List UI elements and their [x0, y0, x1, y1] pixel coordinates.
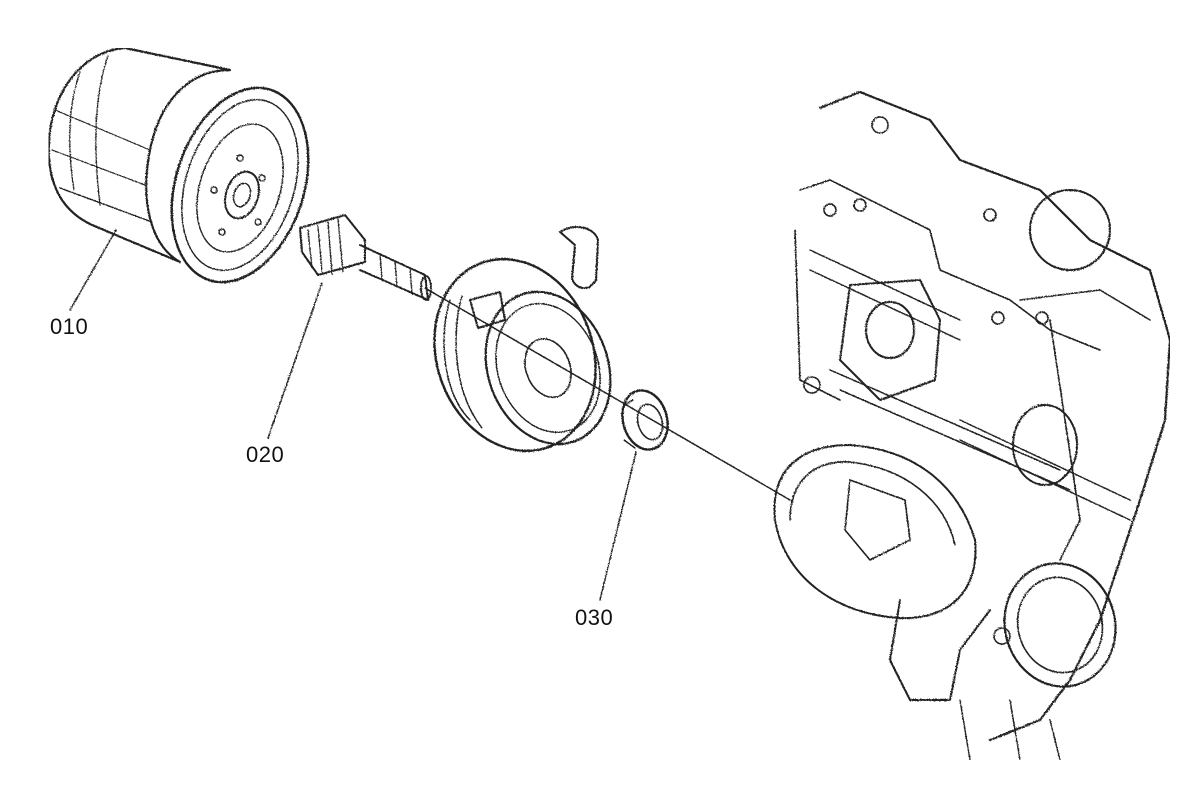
sealing-ring-part	[621, 389, 669, 451]
callout-030: 030	[575, 605, 614, 630]
callout-020: 020	[246, 442, 285, 467]
engine-block	[773, 90, 1172, 761]
threaded-fitting-part	[299, 214, 432, 301]
oil-cooler-housing	[433, 225, 612, 453]
callout-010: 010	[50, 314, 89, 339]
oil-filter-part	[47, 46, 310, 284]
assembly-axis-line	[424, 287, 791, 501]
leader-line-020	[267, 282, 323, 439]
leader-line-030	[599, 451, 637, 601]
leader-line-010	[69, 229, 117, 311]
